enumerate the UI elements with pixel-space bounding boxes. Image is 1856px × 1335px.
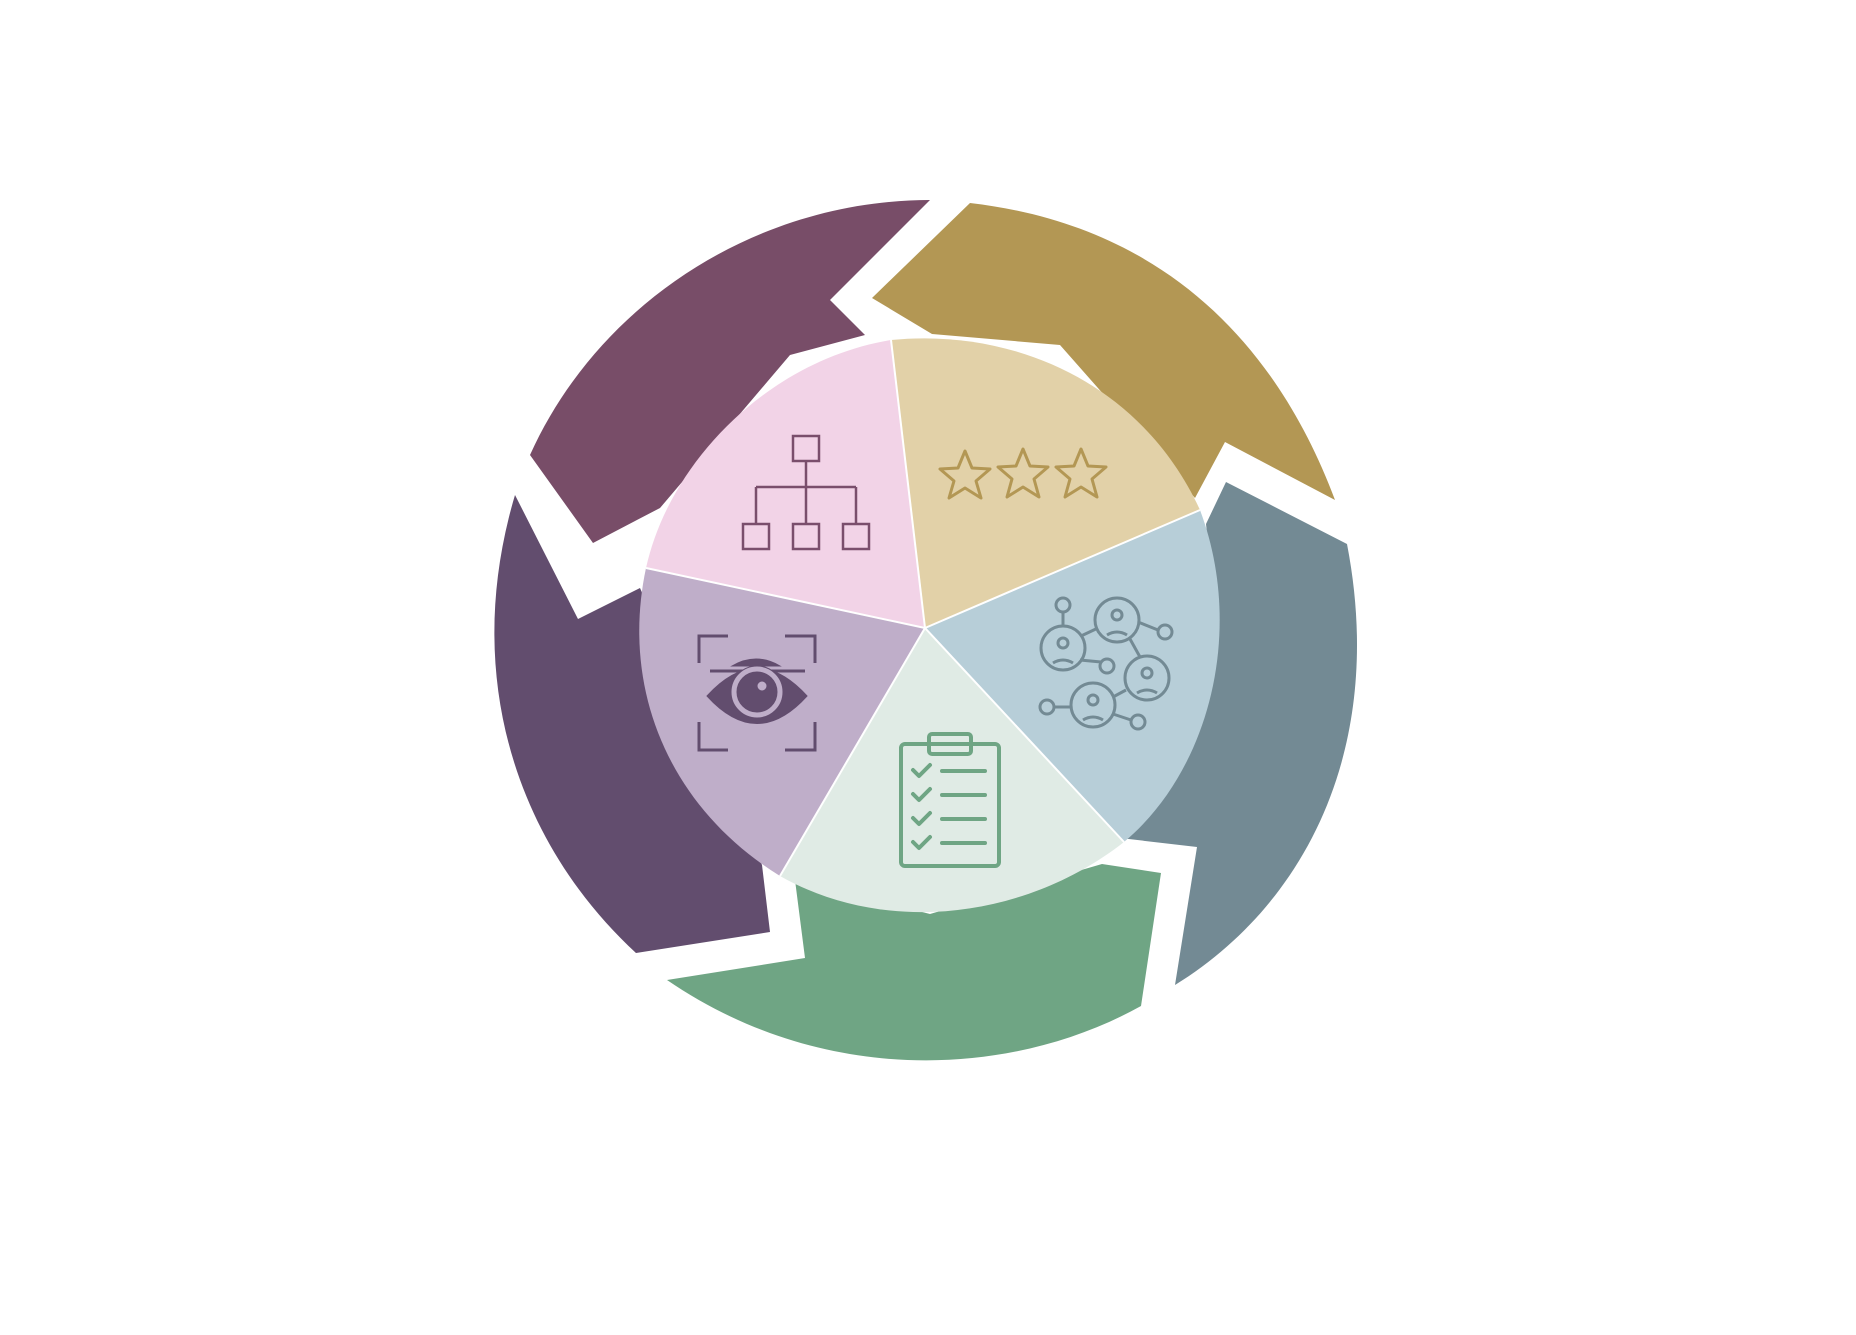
inner-slice-observe bbox=[639, 568, 925, 876]
outer-segment-hierarchy bbox=[530, 200, 930, 543]
people-network-icon bbox=[1038, 596, 1174, 731]
eye-scan-icon bbox=[697, 634, 817, 752]
three-stars-icon bbox=[938, 447, 1108, 500]
clipboard-checklist-icon bbox=[899, 732, 1001, 868]
hierarchy-icon bbox=[741, 434, 871, 551]
outer-ring bbox=[494, 200, 1358, 1061]
star-icon bbox=[938, 449, 992, 500]
star-outline-icon bbox=[1054, 447, 1108, 499]
inner-slice-network bbox=[925, 510, 1220, 842]
star-outline-icon bbox=[996, 447, 1050, 499]
outer-segment-rating bbox=[872, 203, 1335, 500]
outer-segment-observe bbox=[494, 495, 770, 953]
outer-segment-checklist bbox=[667, 864, 1161, 1061]
inner-pie bbox=[639, 338, 1220, 913]
inner-slice-hierarchy bbox=[646, 340, 925, 628]
inner-slice-rating bbox=[891, 338, 1200, 628]
outer-segment-network bbox=[1120, 482, 1358, 985]
